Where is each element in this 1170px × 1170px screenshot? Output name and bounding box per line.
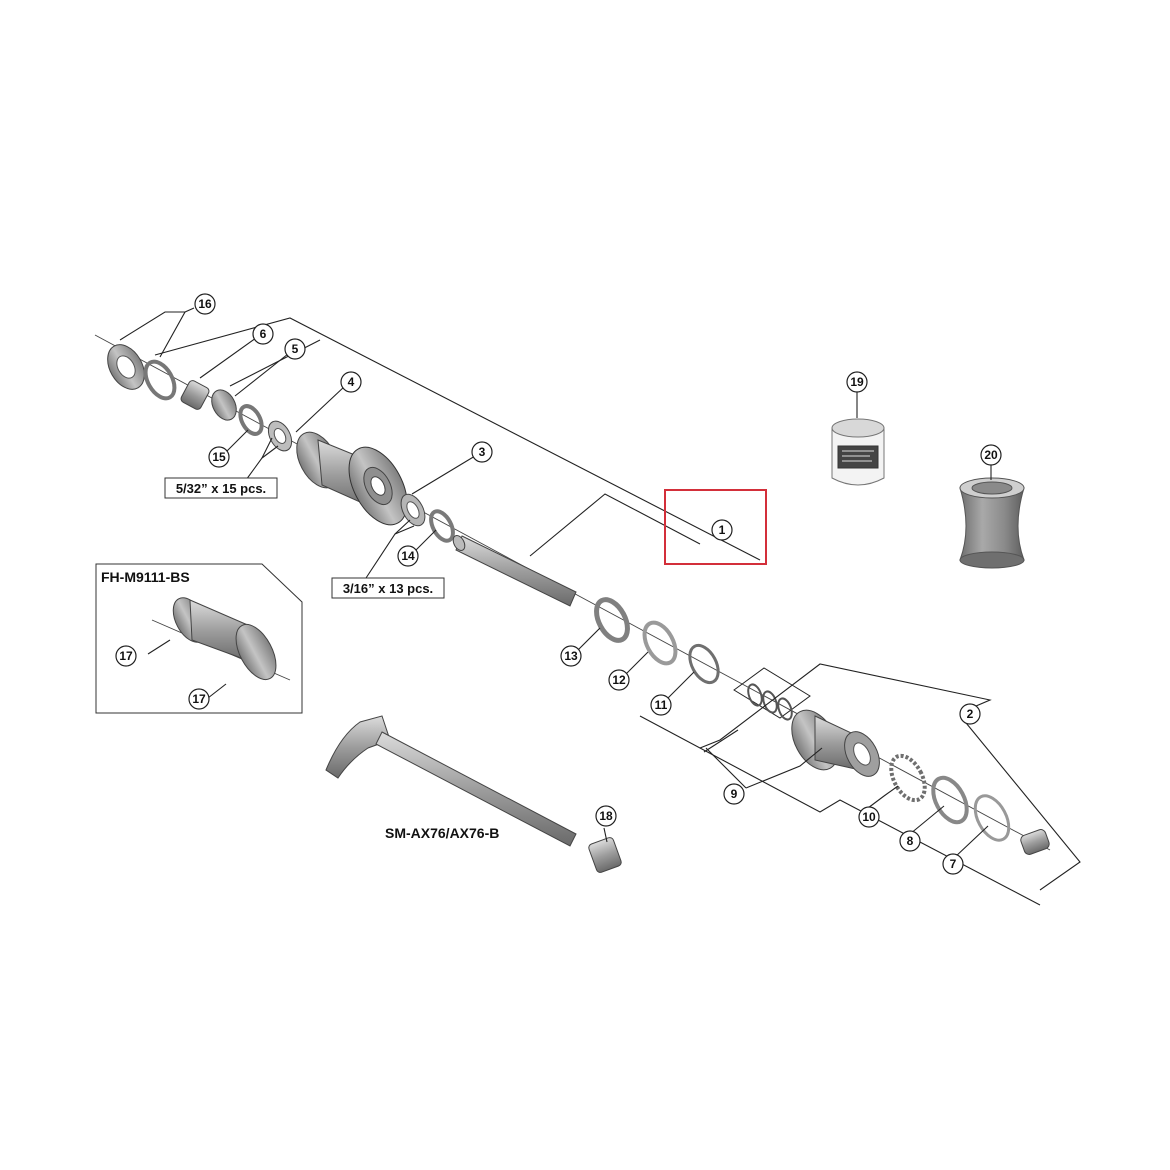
svg-text:11: 11: [655, 698, 668, 712]
inset-title: FH-M9111-BS: [101, 569, 190, 585]
callout-12: 12: [608, 669, 630, 691]
svg-text:18: 18: [599, 809, 613, 823]
svg-text:2: 2: [967, 707, 974, 721]
hub-axle-part: [452, 535, 577, 607]
svg-text:15: 15: [212, 450, 226, 464]
o-ring-12: [642, 620, 678, 666]
pawl-set: [733, 667, 811, 721]
callout-15: 15: [208, 446, 230, 468]
callout-9: 9: [723, 783, 745, 805]
svg-text:5/32” x 15 pcs.: 5/32” x 15 pcs.: [176, 481, 266, 496]
thru-axle-part: [325, 715, 622, 873]
svg-text:5: 5: [292, 342, 299, 356]
callout-2: 2: [959, 703, 981, 725]
ball-size-label-small: 5/32” x 15 pcs.: [164, 477, 278, 499]
svg-text:9: 9: [731, 787, 738, 801]
spacer-cup-part: [959, 477, 1025, 569]
svg-text:4: 4: [348, 375, 355, 389]
svg-text:20: 20: [984, 448, 998, 462]
svg-text:17: 17: [119, 649, 133, 663]
callout-7: 7: [942, 853, 964, 875]
end-cap-part: [1020, 829, 1050, 855]
svg-text:17: 17: [192, 692, 206, 706]
inset-box: [95, 563, 303, 714]
cone-part: [211, 389, 237, 421]
callout-5: 5: [284, 338, 306, 360]
callout-20: 20: [980, 444, 1002, 466]
svg-text:1: 1: [719, 523, 726, 537]
ratchet-ring-part: [889, 753, 927, 803]
callout-8: 8: [899, 830, 921, 852]
svg-text:10: 10: [862, 810, 876, 824]
callout-17-top: 17: [115, 645, 137, 667]
callout-1: 1: [711, 519, 733, 541]
seal-part: [238, 404, 264, 436]
svg-text:12: 12: [612, 673, 626, 687]
spacer-ring-13: [594, 597, 630, 643]
seal-part-14: [429, 509, 455, 543]
svg-text:3: 3: [479, 445, 486, 459]
svg-text:8: 8: [907, 834, 914, 848]
freehub-body-part: [791, 709, 880, 777]
bushing-part: [180, 380, 210, 410]
seal-ring-8: [931, 775, 969, 825]
callout-10: 10: [858, 806, 880, 828]
callout-18: 18: [595, 805, 617, 827]
seal-ring-7: [973, 794, 1011, 842]
bearing-balls-small: [267, 420, 293, 452]
svg-text:13: 13: [564, 649, 578, 663]
callout-17-bottom: 17: [188, 688, 210, 710]
svg-text:14: 14: [401, 549, 415, 563]
callout-19: 19: [846, 371, 868, 393]
callout-4: 4: [340, 371, 362, 393]
highlight-box: [664, 489, 767, 565]
svg-text:6: 6: [260, 327, 267, 341]
svg-text:3/16” x 13 pcs.: 3/16” x 13 pcs.: [343, 581, 433, 596]
svg-text:16: 16: [198, 297, 212, 311]
snap-ring-11: [688, 643, 720, 685]
leader-lines: [119, 307, 1081, 906]
callout-14: 14: [397, 545, 419, 567]
ball-size-label-large: 3/16” x 13 pcs.: [331, 577, 445, 599]
svg-text:19: 19: [850, 375, 864, 389]
callout-6: 6: [252, 323, 274, 345]
callout-3: 3: [471, 441, 493, 463]
callout-11: 11: [650, 694, 672, 716]
callout-13: 13: [560, 645, 582, 667]
axle-title: SM-AX76/AX76-B: [385, 825, 499, 841]
bearing-balls-large: [400, 493, 426, 527]
callout-16: 16: [194, 293, 216, 315]
grease-tub-part: [831, 418, 885, 486]
hub-shell-part: [296, 431, 408, 526]
lockring-part: [107, 344, 177, 401]
svg-text:7: 7: [950, 857, 957, 871]
